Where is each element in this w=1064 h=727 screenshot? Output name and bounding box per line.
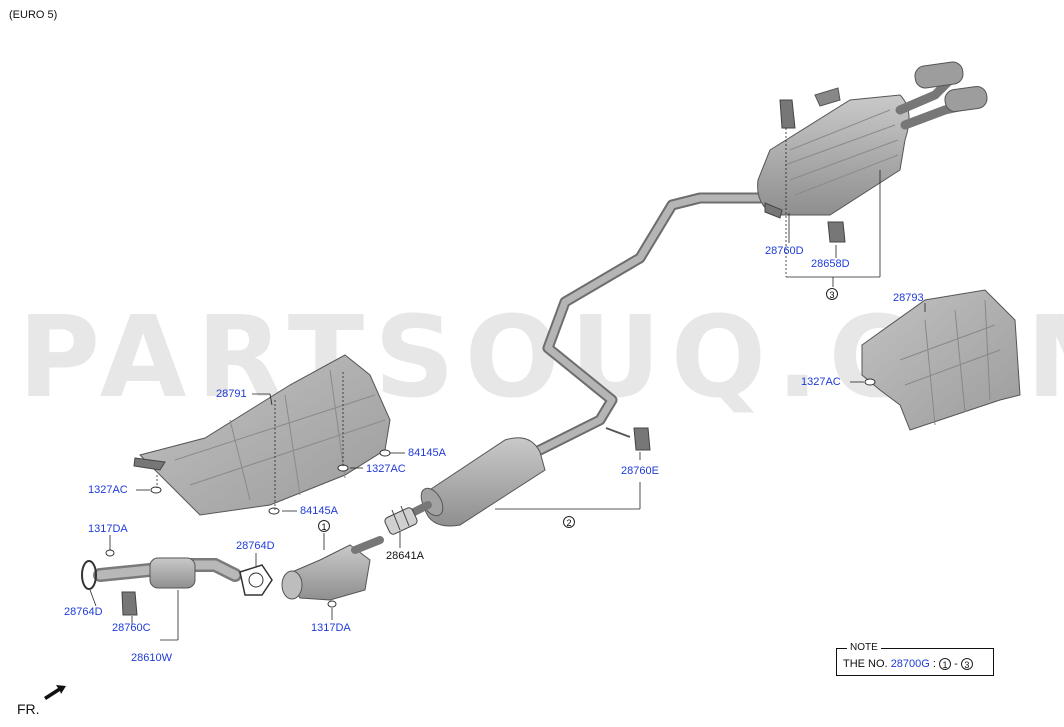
callout-28764d-left[interactable]: 28764D: [64, 606, 103, 618]
callout-28793[interactable]: 28793: [893, 292, 924, 304]
rear-hanger-top: [779, 99, 796, 129]
callout-1317da-right[interactable]: 1317DA: [311, 622, 351, 634]
note-title: NOTE: [847, 642, 881, 654]
rear-heat-shield: [861, 289, 1021, 431]
note-range-dash: -: [954, 658, 958, 670]
pipe-clamp: [384, 505, 418, 535]
callout-1327ac-right[interactable]: 1327AC: [801, 376, 841, 388]
callout-1327ac-left[interactable]: 1327AC: [88, 484, 128, 496]
group-marker-3: 3: [826, 288, 838, 300]
group-marker-1: 1: [318, 520, 330, 532]
exhaust-pipe: [464, 184, 778, 506]
group-marker-2: 2: [563, 516, 575, 528]
callout-28760c[interactable]: 28760C: [112, 622, 151, 634]
note-text: THE NO. 28700G : 1 - 3: [843, 658, 973, 671]
hanger-rod: [605, 427, 631, 438]
callout-28760d[interactable]: 28760D: [765, 245, 804, 257]
leader-lines: [89, 128, 926, 641]
rear-muffler: [757, 61, 988, 216]
note-range-end: 3: [960, 658, 973, 671]
callout-28791[interactable]: 28791: [216, 388, 247, 400]
hanger-28760c: [121, 591, 138, 616]
front-direction-label: FR.: [17, 701, 40, 717]
front-heat-shield: [133, 354, 391, 516]
gasket-28764d-center: [239, 564, 273, 596]
note-box: NOTE THE NO. 28700G : 1 - 3: [836, 642, 994, 676]
front-direction-arrow: [44, 685, 66, 700]
note-separator: :: [932, 658, 936, 670]
note-part-code[interactable]: 28700G: [890, 658, 930, 670]
callout-84145a-top[interactable]: 84145A: [408, 447, 446, 459]
rear-hanger-28658d: [827, 221, 846, 243]
callout-28760e[interactable]: 28760E: [621, 465, 659, 477]
callout-28610w[interactable]: 28610W: [131, 652, 172, 664]
variant-label: (EURO 5): [9, 9, 58, 21]
callout-1327ac-center[interactable]: 1327AC: [366, 463, 406, 475]
fasteners: [105, 378, 876, 608]
callout-84145a-bottom[interactable]: 84145A: [300, 505, 338, 517]
callout-1317da-left[interactable]: 1317DA: [88, 523, 128, 535]
note-range-start: 1: [939, 658, 952, 671]
callout-28764d-center[interactable]: 28764D: [236, 540, 275, 552]
front-pipe: [93, 557, 242, 589]
catalytic-converter: [281, 536, 384, 601]
rear-hanger-28760d: [764, 202, 783, 219]
callout-28641a[interactable]: 28641A: [386, 550, 424, 562]
hanger-28760e: [633, 427, 651, 451]
callout-28658d[interactable]: 28658D: [811, 258, 850, 270]
gasket-28764d-left: [81, 560, 97, 590]
note-prefix: THE NO.: [843, 658, 888, 670]
